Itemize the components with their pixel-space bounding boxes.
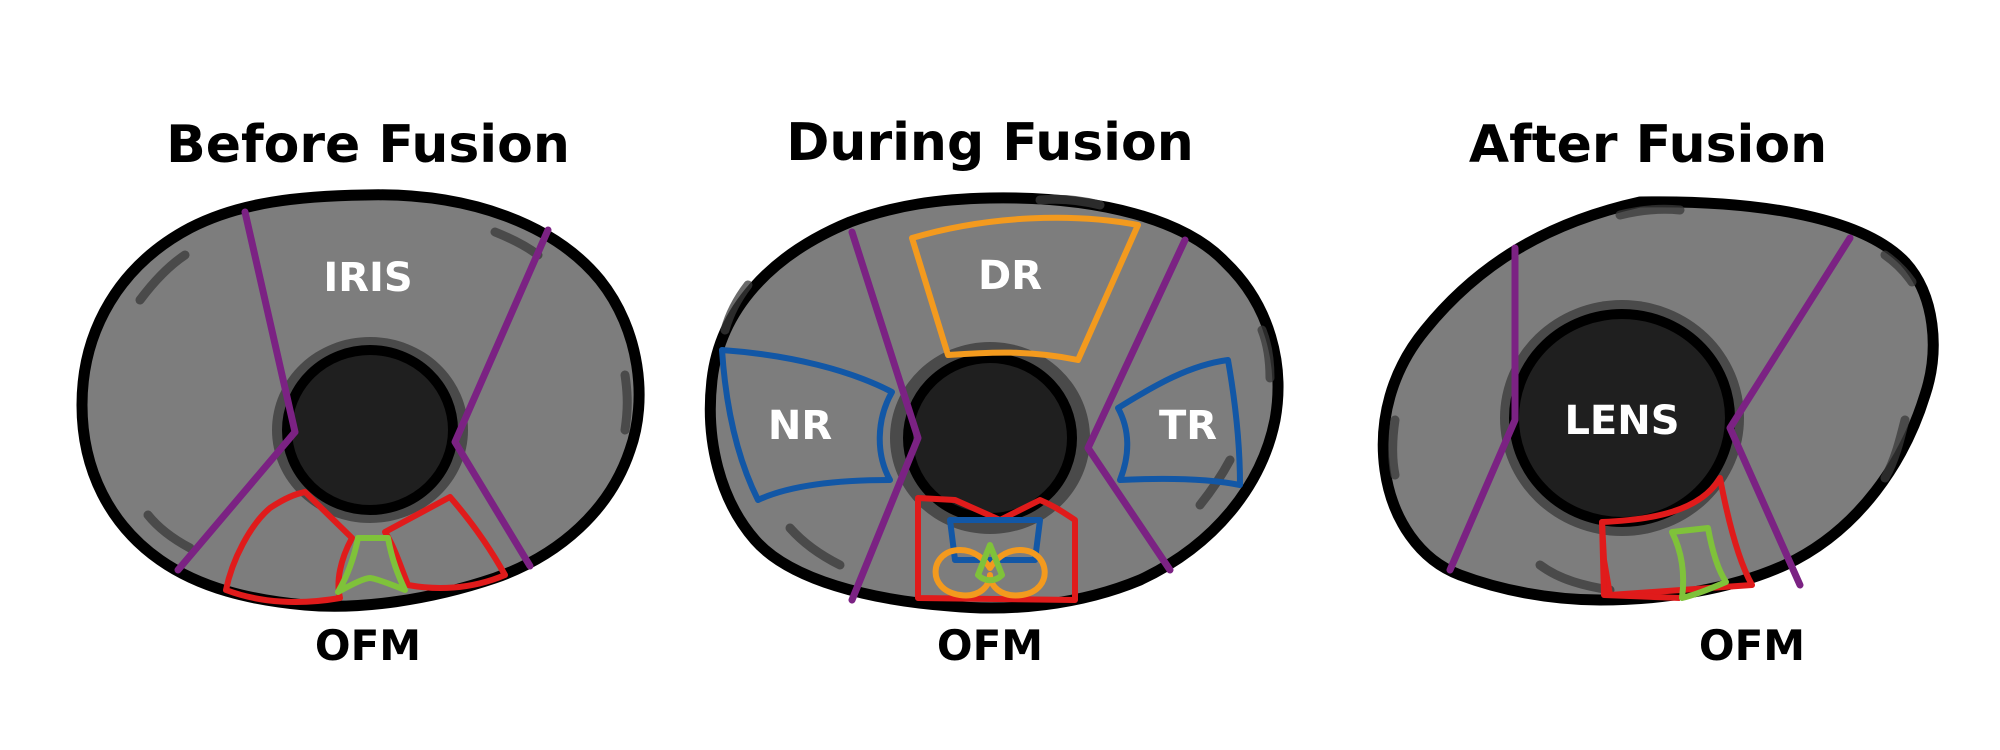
pupil-during bbox=[903, 353, 1077, 523]
panel-during-fusion: During Fusion DR NR TR OFM bbox=[704, 113, 1284, 670]
panel-before-fusion: Before Fusion IRIS OFM bbox=[76, 115, 645, 670]
dr-region bbox=[909, 214, 1141, 363]
iris-label: IRIS bbox=[323, 255, 412, 301]
ofm-regions-before bbox=[223, 489, 508, 605]
panel-title-during-fusion: During Fusion bbox=[786, 113, 1193, 173]
retina-regions-during bbox=[719, 214, 1243, 603]
ofm-label-before: OFM bbox=[315, 621, 421, 670]
pupil-before bbox=[282, 345, 458, 515]
panel-title-before-fusion: Before Fusion bbox=[166, 115, 570, 175]
lens-label: LENS bbox=[1564, 398, 1679, 444]
ofm-label-after: OFM bbox=[1699, 621, 1805, 670]
fissure-lines-during bbox=[848, 228, 1189, 604]
ofm-label-during: OFM bbox=[937, 621, 1043, 670]
panel-after-fusion: After Fusion LENS OFM bbox=[1377, 115, 1939, 670]
panel-title-after-fusion: After Fusion bbox=[1469, 115, 1827, 175]
fissure-lines-after bbox=[1446, 234, 1854, 589]
tr-label: TR bbox=[1159, 403, 1217, 449]
ofm-regions-after bbox=[1599, 475, 1755, 601]
fissure-lines-before bbox=[174, 208, 552, 574]
tr-region bbox=[1115, 357, 1243, 488]
nr-region bbox=[719, 347, 895, 503]
nr-label: NR bbox=[768, 403, 832, 449]
dr-label: DR bbox=[978, 253, 1042, 299]
